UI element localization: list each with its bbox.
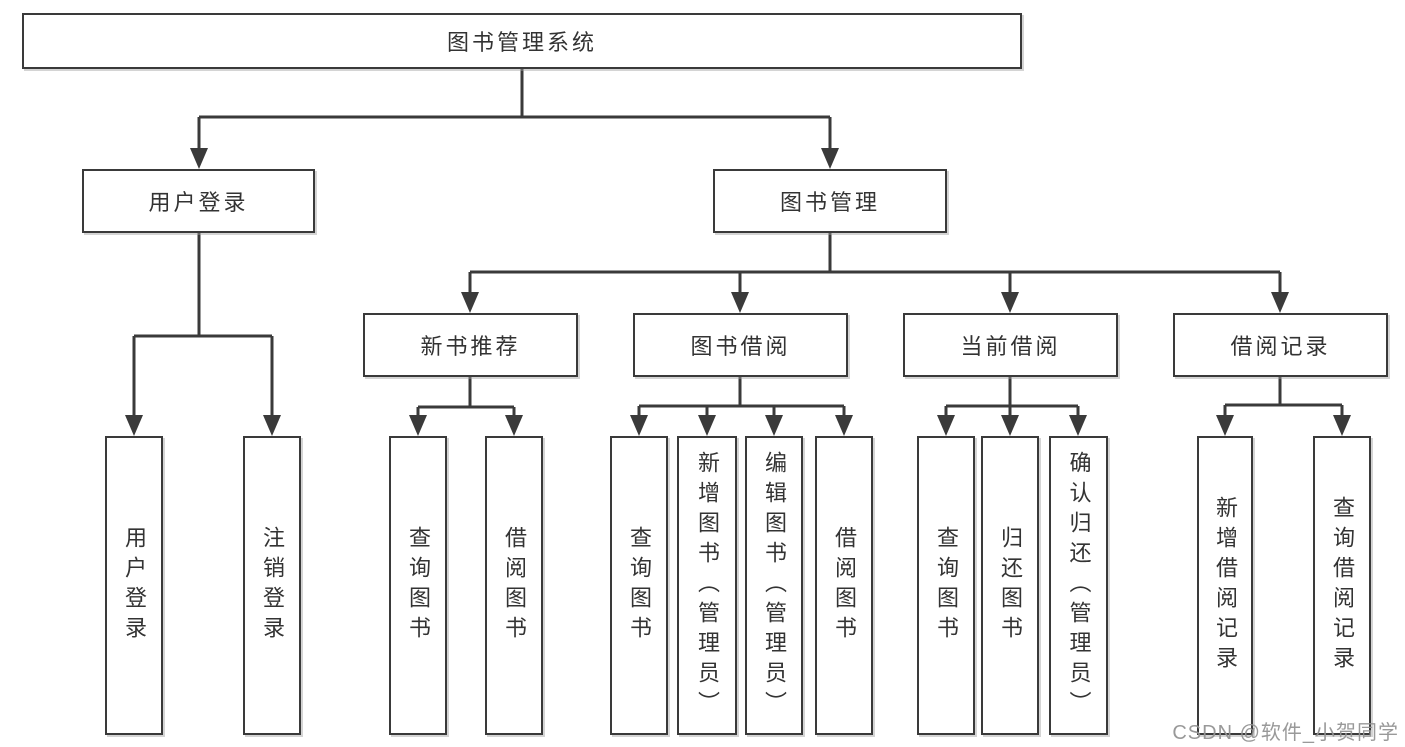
connector-newbooks-to-leaves (416, 377, 516, 417)
leaf-logout: 注销登录 (243, 436, 301, 735)
connector-userlogin-to-leaves (132, 233, 274, 417)
leaf-current-confirm-admin: 确认归还（管理员） (1049, 436, 1108, 735)
arrow-down-icon (1333, 415, 1351, 436)
node-user-login: 用户登录 (82, 169, 315, 233)
arrow-down-icon (698, 415, 716, 436)
node-new-book-recommend: 新书推荐 (363, 313, 578, 377)
leaf-borrowing-add-admin: 新增图书（管理员） (677, 436, 737, 735)
arrow-down-icon (263, 415, 281, 436)
arrow-down-icon (409, 415, 427, 436)
leaf-borrowing-edit-admin: 编辑图书（管理员） (745, 436, 803, 735)
leaf-user-login: 用户登录 (105, 436, 163, 735)
arrow-down-icon (821, 148, 839, 169)
arrow-down-icon (765, 415, 783, 436)
node-current-borrowing: 当前借阅 (903, 313, 1118, 377)
arrow-down-icon (1001, 415, 1019, 436)
arrow-down-icon (1216, 415, 1234, 436)
node-book-management: 图书管理 (713, 169, 947, 233)
connector-borrowing-to-leaves (637, 377, 846, 417)
connector-root-to-level2 (197, 69, 832, 150)
leaf-newbooks-query: 查询图书 (389, 436, 447, 735)
arrow-down-icon (1271, 292, 1289, 313)
leaf-newbooks-borrow: 借阅图书 (485, 436, 543, 735)
arrow-down-icon (937, 415, 955, 436)
node-root: 图书管理系统 (22, 13, 1022, 69)
leaf-borrowing-borrow: 借阅图书 (815, 436, 873, 735)
leaf-current-return: 归还图书 (981, 436, 1039, 735)
node-borrow-records: 借阅记录 (1173, 313, 1388, 377)
arrow-down-icon (1001, 292, 1019, 313)
arrow-down-icon (125, 415, 143, 436)
arrow-down-icon (461, 292, 479, 313)
leaf-borrowing-query: 查询图书 (610, 436, 668, 735)
connector-bookmgmt-to-level3 (468, 233, 1282, 294)
connector-current-to-leaves (944, 377, 1080, 417)
arrow-down-icon (835, 415, 853, 436)
arrow-down-icon (505, 415, 523, 436)
arrow-down-icon (190, 148, 208, 169)
arrow-down-icon (1069, 415, 1087, 436)
leaf-records-query: 查询借阅记录 (1313, 436, 1371, 735)
arrow-down-icon (630, 415, 648, 436)
leaf-current-query: 查询图书 (917, 436, 975, 735)
csdn-watermark: CSDN @软件_小贺同学 (1172, 722, 1399, 744)
arrow-down-icon (731, 292, 749, 313)
leaf-records-add: 新增借阅记录 (1197, 436, 1253, 735)
connector-records-to-leaves (1223, 377, 1344, 417)
node-book-borrowing: 图书借阅 (633, 313, 848, 377)
